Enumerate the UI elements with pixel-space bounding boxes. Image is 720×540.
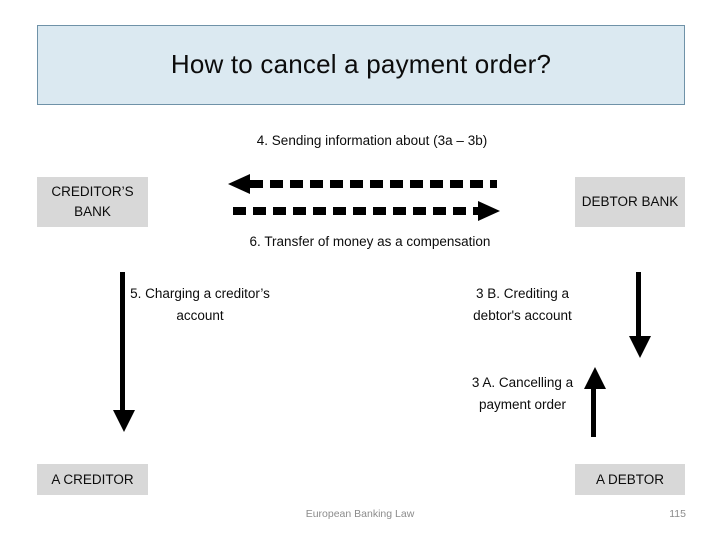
arrow-head-right-icon xyxy=(478,201,500,221)
arrow-shaft-debtor-down xyxy=(636,272,641,340)
arrow-head-down-icon xyxy=(113,410,135,432)
arrow-shaft-debtor-up xyxy=(591,387,596,437)
label-charging-account: 5. Charging a creditor’s account xyxy=(130,286,270,323)
arrow-head-up-icon xyxy=(584,367,606,389)
entity-a-debtor-label: A DEBTOR xyxy=(595,471,665,487)
slide-title-box: How to cancel a payment order? xyxy=(37,25,685,105)
label-sending-information: 4. Sending information about (3a – 3b) xyxy=(256,133,488,148)
dashed-line-top xyxy=(250,180,497,188)
entity-a-creditor-label: A CREDITOR xyxy=(51,471,134,487)
arrow-shaft-creditor-down xyxy=(120,272,125,414)
label-cancelling-order: 3 A. Cancelling a payment order xyxy=(471,375,574,412)
entity-creditors-bank: CREDITOR’S BANK xyxy=(37,177,148,227)
arrow-head-left-icon xyxy=(228,174,250,194)
label-transfer-of-money: 6. Transfer of money as a compensation xyxy=(249,234,491,249)
entity-a-debtor: A DEBTOR xyxy=(575,464,685,495)
label-crediting-account: 3 B. Crediting a debtor's account xyxy=(473,286,572,323)
entity-debtor-bank-label: DEBTOR BANK xyxy=(581,194,679,210)
entity-creditors-bank-label: CREDITOR’S BANK xyxy=(51,184,134,219)
dashed-line-bottom xyxy=(233,207,480,215)
entity-a-creditor: A CREDITOR xyxy=(37,464,148,495)
arrow-head-down-icon xyxy=(629,336,651,358)
footer-page-number: 115 xyxy=(669,508,686,520)
page-title: How to cancel a payment order? xyxy=(170,49,552,80)
footer-source-text: European Banking Law xyxy=(305,508,415,520)
entity-debtor-bank: DEBTOR BANK xyxy=(575,177,685,227)
